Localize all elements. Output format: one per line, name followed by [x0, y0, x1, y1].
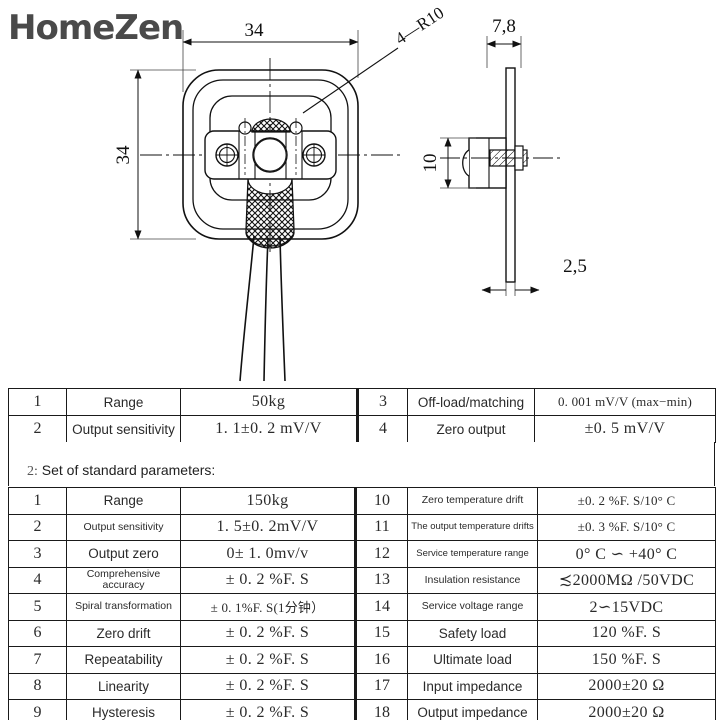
row-value: 50kg	[180, 388, 359, 416]
row-number: 15	[354, 619, 408, 647]
row-number: 1	[8, 487, 67, 515]
row-number: 18	[354, 699, 408, 720]
row-value: 2000±20 Ω	[537, 672, 716, 700]
caption-body: Set of standard parameters:	[37, 462, 216, 478]
row-label: Ultimate load	[407, 646, 538, 674]
row-value: ±0. 2 %F. S/10° C	[537, 487, 716, 515]
technical-drawing: 34 34 4—R10 7,8 10 2,5	[113, 3, 587, 382]
row-value: 2000±20 Ω	[537, 699, 716, 720]
row-label: Range	[66, 388, 181, 416]
row-label: Repeatability	[66, 646, 181, 674]
standard-parameters-caption: 2: Set of standard parameters:	[27, 462, 215, 480]
table-row: 1 Range 50kg 3 Off-load/matching 0. 001 …	[8, 388, 716, 416]
row-label: Input impedance	[407, 672, 538, 700]
row-number: 17	[354, 672, 408, 700]
row-label: Off-load/matching	[407, 388, 535, 416]
row-label: Linearity	[66, 672, 181, 700]
row-label: Output impedance	[407, 699, 538, 720]
dim-front-width-label: 34	[245, 20, 265, 41]
row-value: 1. 1±0. 2 mV/V	[180, 415, 359, 443]
row-value: 0° C ∽ +40° C	[537, 540, 716, 568]
row-number: 4	[8, 566, 67, 594]
row-number: 11	[354, 513, 408, 541]
row-label: Output zero	[66, 540, 181, 568]
row-label: Output sensitivity	[66, 415, 181, 443]
table-row: 2 Output sensitivity 1. 1±0. 2 mV/V 4 Ze…	[8, 415, 716, 443]
table-top-parameters: 1 Range 50kg 3 Off-load/matching 0. 001 …	[8, 388, 716, 443]
row-label: Service voltage range	[407, 593, 538, 621]
row-number: 4	[356, 415, 408, 443]
row-number: 2	[8, 415, 67, 443]
row-label: Range	[66, 487, 181, 515]
row-label: Insulation resistance	[407, 566, 538, 594]
row-number: 14	[354, 593, 408, 621]
standard-parameters-caption-band: 2: Set of standard parameters:	[8, 442, 715, 486]
dim-radius-label: 4—R10	[392, 3, 448, 48]
row-value: 120 %F. S	[537, 619, 716, 647]
row-value: ±0. 3 %F. S/10° C	[537, 513, 716, 541]
row-value: 0. 001 mV/V (max−min)	[534, 388, 716, 416]
row-label: Service temperature range	[407, 540, 538, 568]
row-label: The output temperature drifts	[407, 513, 538, 541]
row-value: ± 0. 2 %F. S	[180, 646, 357, 674]
brand-logo: HomeZen	[8, 8, 184, 48]
row-value: ± 0. 1%F. S(1分钟）	[180, 593, 357, 621]
row-label: Zero output	[407, 415, 535, 443]
row-value: ≾2000MΩ /50VDC	[537, 566, 716, 594]
row-number: 2	[8, 513, 67, 541]
dim-side-hole-label: 10	[420, 154, 441, 173]
row-value: ± 0. 2 %F. S	[180, 672, 357, 700]
caption-lead: 2:	[27, 464, 38, 479]
row-number: 3	[8, 540, 67, 568]
row-value: 150 %F. S	[537, 646, 716, 674]
row-label: Comprehensive accuracy	[66, 566, 181, 594]
row-number: 1	[8, 388, 67, 416]
row-label: Safety load	[407, 619, 538, 647]
dim-plate-thickness-label: 2,5	[563, 256, 587, 277]
dim-side-thickness-label: 7,8	[492, 16, 516, 37]
row-number: 10	[354, 487, 408, 515]
row-value: 150kg	[180, 487, 357, 515]
row-number: 5	[8, 593, 67, 621]
row-number: 3	[356, 388, 408, 416]
row-value: 2∽15VDC	[537, 593, 716, 621]
row-label: Zero drift	[66, 619, 181, 647]
row-label: Spiral transformation	[66, 593, 181, 621]
row-label: Output sensitivity	[66, 513, 181, 541]
row-number: 8	[8, 672, 67, 700]
row-value: ±0. 5 mV/V	[534, 415, 716, 443]
dim-front-height-label: 34	[113, 145, 134, 165]
row-number: 16	[354, 646, 408, 674]
row-value: 0± 1. 0mv/v	[180, 540, 357, 568]
row-number: 7	[8, 646, 67, 674]
row-value: ± 0. 2 %F. S	[180, 699, 357, 720]
row-number: 6	[8, 619, 67, 647]
row-number: 13	[354, 566, 408, 594]
row-value: ± 0. 2 %F. S	[180, 619, 357, 647]
row-number: 12	[354, 540, 408, 568]
row-label: Hysteresis	[66, 699, 181, 720]
row-value: ± 0. 2 %F. S	[180, 566, 357, 594]
row-value: 1. 5±0. 2mV/V	[180, 513, 357, 541]
row-number: 9	[8, 699, 67, 720]
row-label: Zero temperature drift	[407, 487, 538, 515]
